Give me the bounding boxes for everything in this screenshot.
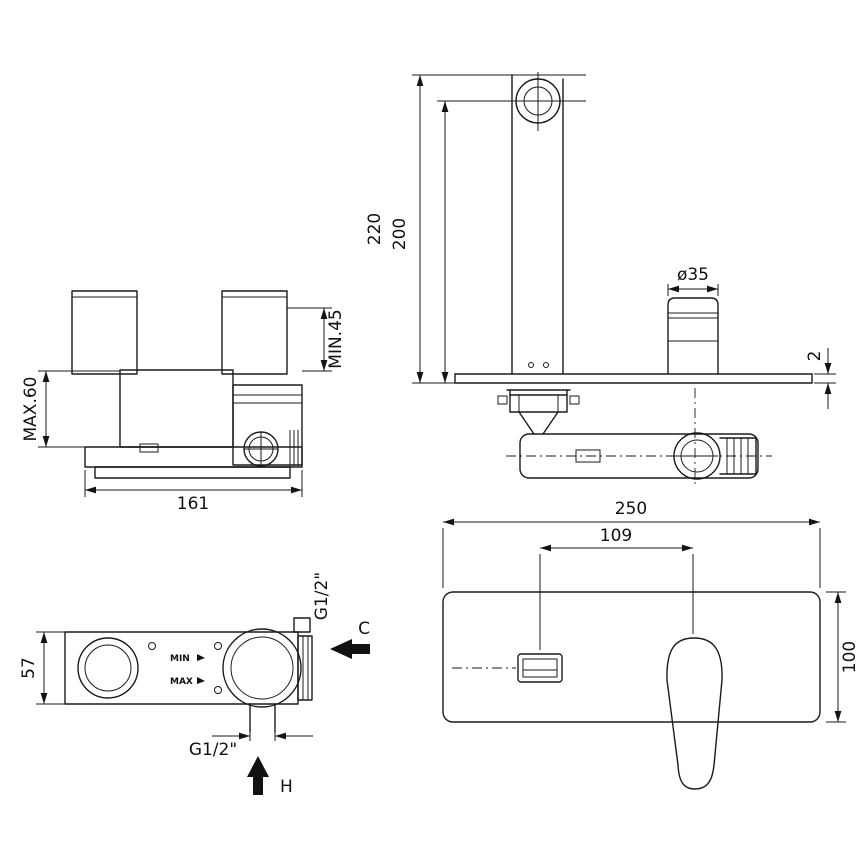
screw-dot <box>148 642 156 650</box>
inlet-port-circle <box>77 637 139 699</box>
screw-dot <box>214 686 222 694</box>
dim-label-plate-thickness: 2 <box>805 351 825 362</box>
label-outlet-c: C <box>358 619 370 639</box>
label-inlet-h: H <box>280 777 293 797</box>
screw-dot <box>528 362 534 368</box>
handle-outline <box>667 297 719 375</box>
fitting-taper <box>518 411 535 435</box>
fitting-bolt <box>497 395 508 405</box>
label-max: MAX <box>170 677 193 687</box>
top-port-stub <box>293 617 311 633</box>
handle-front <box>666 637 723 790</box>
label-min: MIN <box>170 654 190 664</box>
cartridge-inner <box>230 636 294 700</box>
view-rough-in-front: MIN MAX 57 G1/2" C G1/2" H <box>19 572 370 797</box>
view-rough-in-side: MAX.60 MIN.45 161 <box>21 290 346 514</box>
dim-label-spout-handle-spacing: 109 <box>600 526 632 546</box>
spout-front-inner <box>522 658 558 678</box>
cartridge-circle <box>222 628 302 708</box>
view-mixer-front: 250 109 100 <box>442 499 860 790</box>
wall-plate <box>442 591 821 723</box>
dim-label-body-width: 161 <box>177 494 209 514</box>
spout-side <box>511 72 586 375</box>
outlet-arrow-icon <box>330 639 370 659</box>
body-detail <box>575 449 601 463</box>
base-lip <box>94 466 291 479</box>
dim-label-handle-diameter: ø35 <box>677 265 709 285</box>
spout-front <box>517 653 563 683</box>
screw-dot <box>543 362 549 368</box>
handle-side <box>667 297 719 375</box>
dim-label-min-depth: MIN.45 <box>326 309 346 368</box>
dim-label-thread-bottom: G1/2" <box>189 740 237 760</box>
protection-caps <box>71 290 288 375</box>
body-front <box>64 631 299 705</box>
dim-label-thread-side: G1/2" <box>312 572 332 620</box>
right-cap <box>221 290 288 375</box>
view-mixer-side: 220 200 ø35 <box>365 72 836 484</box>
housing-detail <box>139 443 159 453</box>
dim-label-spout-height: 200 <box>390 218 410 250</box>
valve-circle <box>673 432 721 480</box>
min-pointer-icon <box>197 654 205 661</box>
body-outline <box>519 433 759 479</box>
inlet-arrow-icon <box>247 756 269 795</box>
left-cap <box>71 290 138 375</box>
dim-label-plate-height: 100 <box>840 641 860 673</box>
dim-label-plate-width: 250 <box>615 499 647 519</box>
fitting-taper <box>542 411 559 435</box>
outlet-assembly <box>232 384 303 467</box>
side-port-cap <box>297 635 313 701</box>
screw-dot <box>214 642 222 650</box>
outlet-box <box>232 384 303 466</box>
max-pointer-icon <box>197 677 205 684</box>
inlet-port-inner <box>84 644 132 692</box>
concealed-body-side <box>519 432 759 480</box>
cartridge-housing <box>119 369 234 448</box>
plate-edge <box>454 373 813 384</box>
dim-label-max-depth: MAX.60 <box>21 377 41 442</box>
spout-inlet-fitting <box>497 389 580 435</box>
dim-label-total-height: 220 <box>365 213 385 245</box>
dim-label-body-height: 57 <box>19 657 39 679</box>
fitting-bolt <box>569 395 580 405</box>
